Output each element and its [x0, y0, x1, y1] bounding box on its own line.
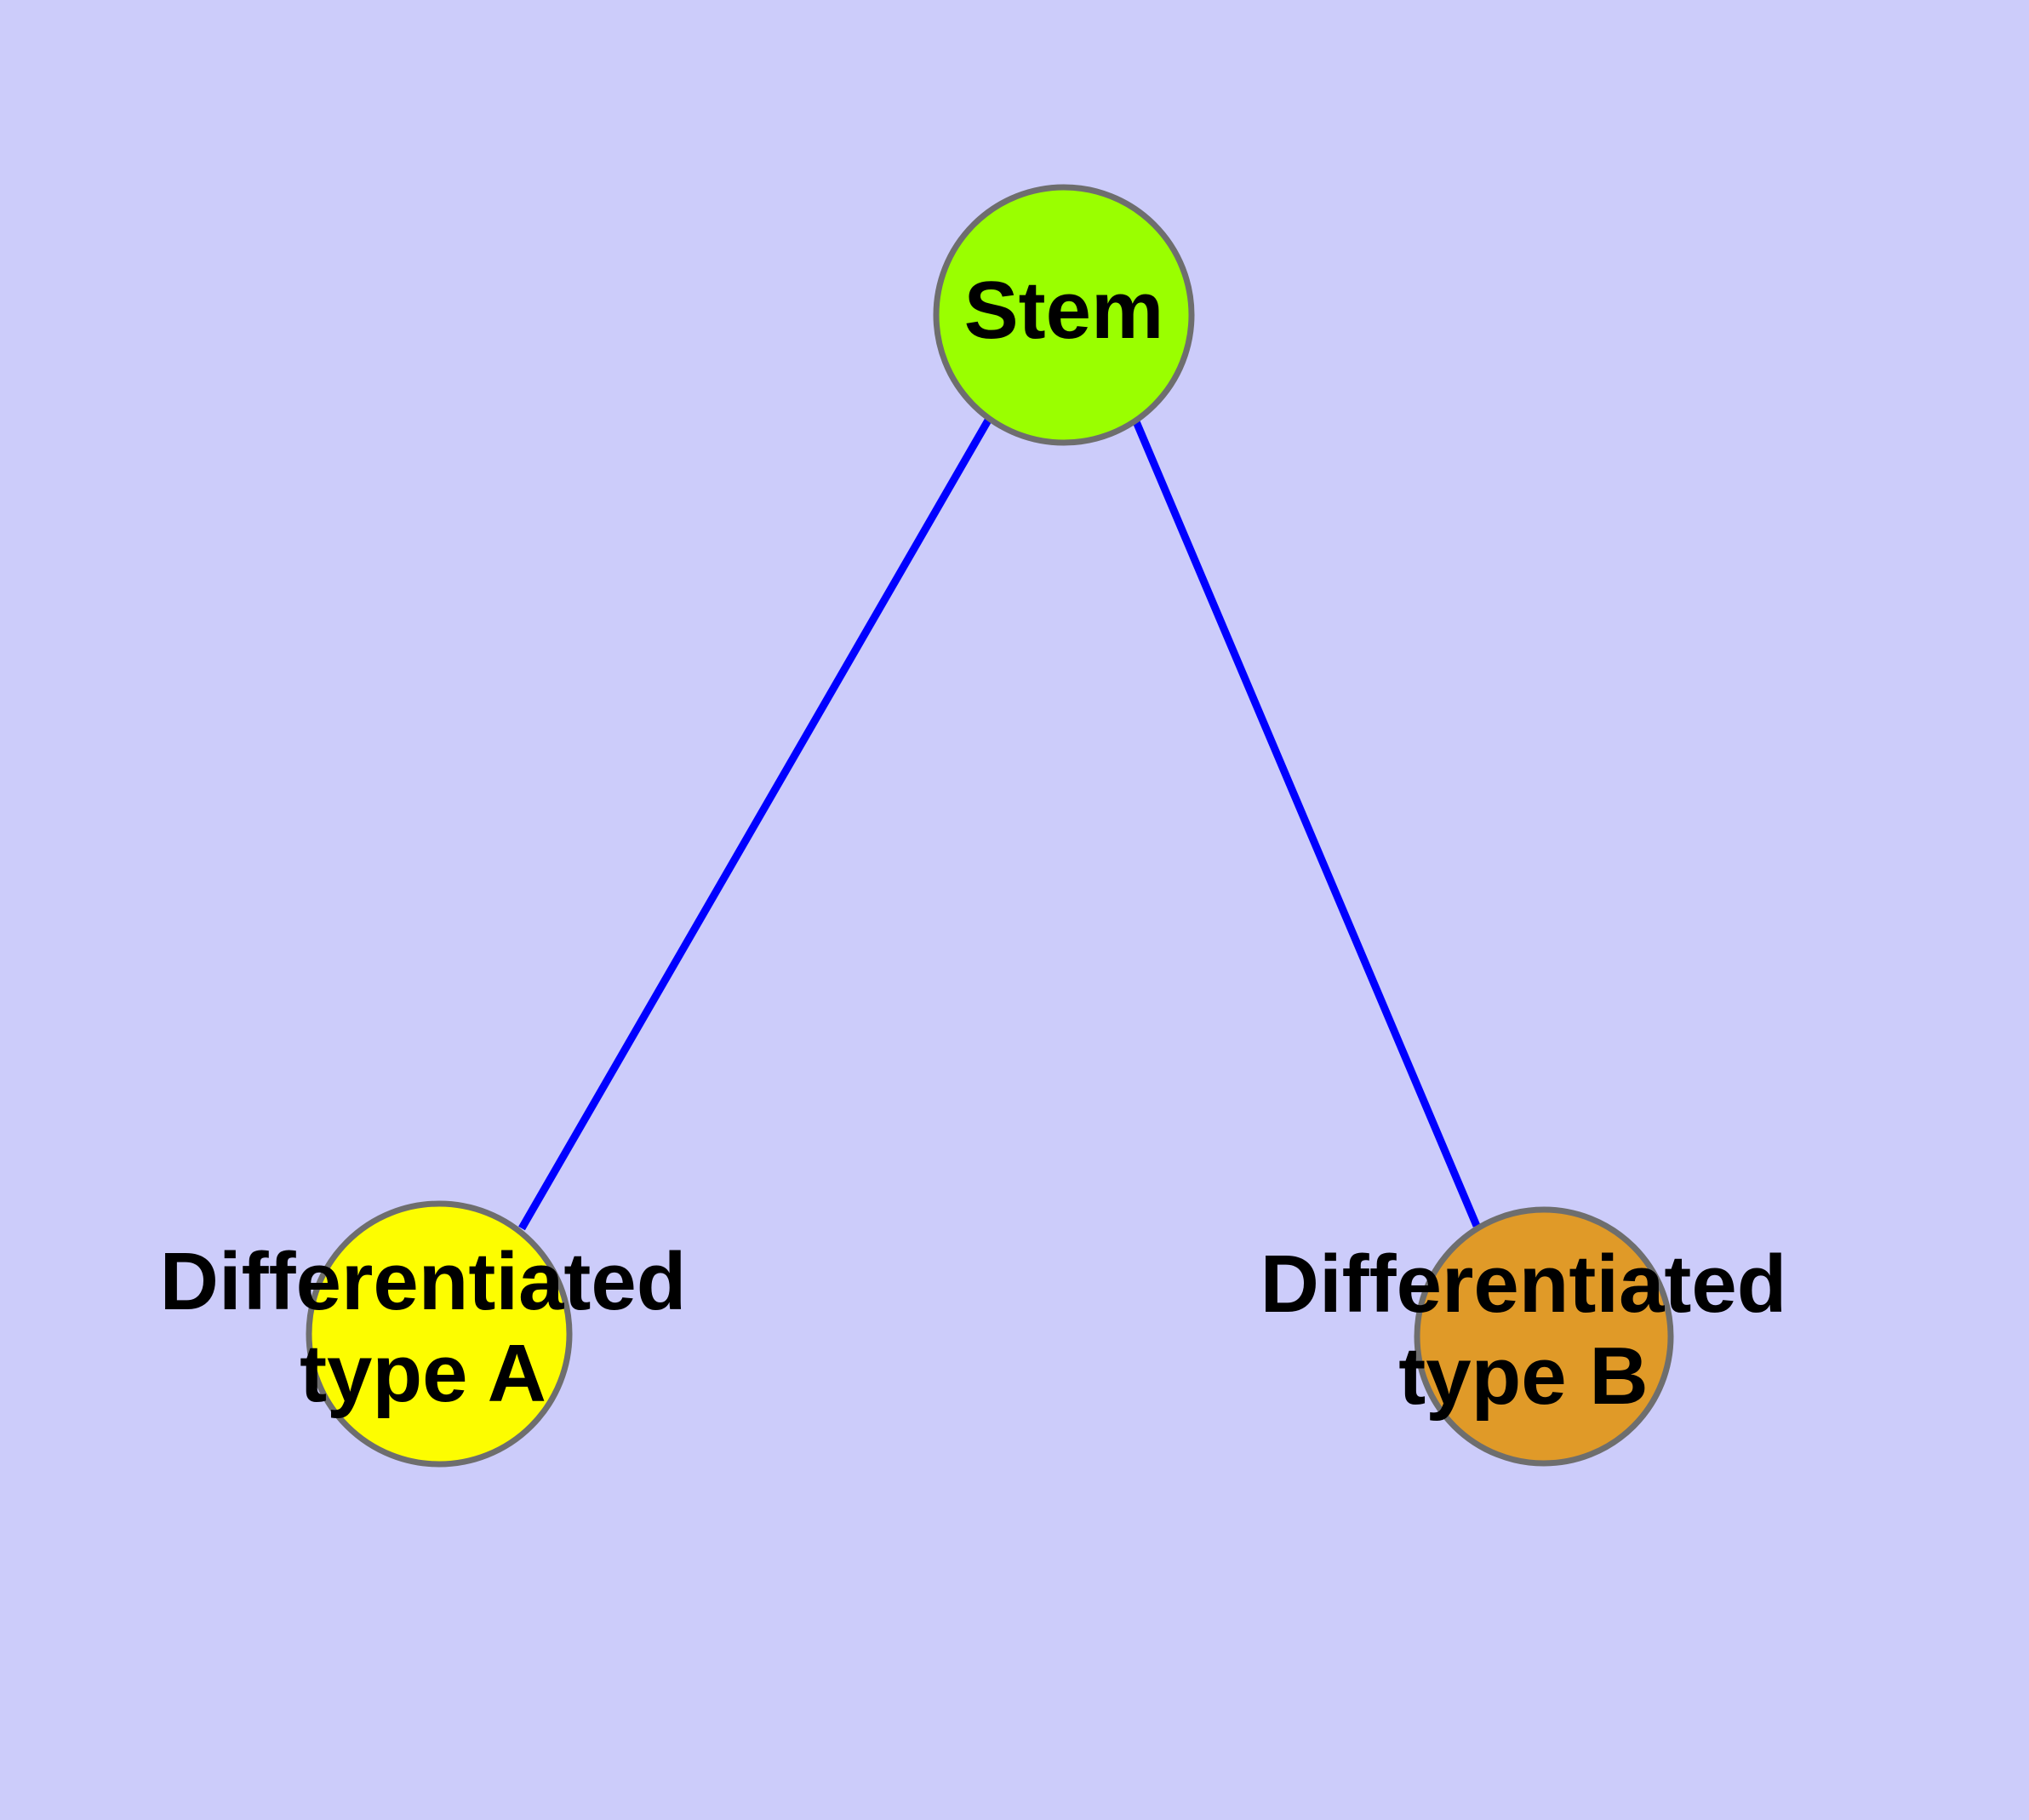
node-diff-a-circle[interactable]	[306, 1200, 573, 1468]
node-label-line: Stem	[964, 265, 1164, 356]
edge-layer	[518, 416, 1481, 1231]
edge-stem-to-diff-b[interactable]	[1131, 418, 1481, 1228]
node-stem[interactable]	[933, 184, 1195, 446]
node-layer	[306, 184, 1674, 1468]
node-stem-label: Stem	[964, 265, 1164, 356]
node-label-line: type B	[1398, 1331, 1648, 1422]
node-label-line: Differentiated	[1260, 1239, 1787, 1331]
node-stem-circle[interactable]	[933, 184, 1195, 446]
edge-stem-to-diff-a[interactable]	[518, 416, 992, 1231]
node-label-line: type A	[300, 1328, 546, 1419]
node-diff-a[interactable]	[306, 1200, 573, 1468]
node-diff-b[interactable]	[1414, 1206, 1674, 1467]
node-diff-b-circle[interactable]	[1414, 1206, 1674, 1467]
node-label-line: Differentiated	[160, 1237, 687, 1328]
